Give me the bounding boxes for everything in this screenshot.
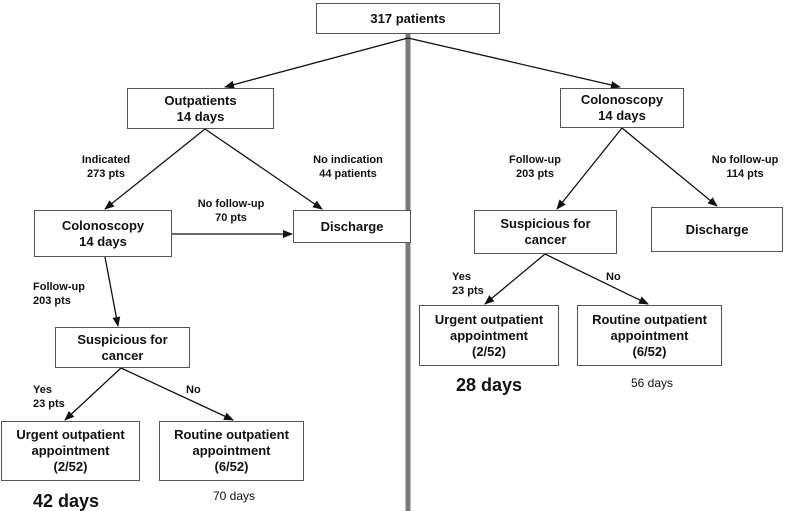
- followup-label: Follow-up 203 pts: [33, 281, 85, 307]
- right-colonoscopy-box: Colonoscopy 14 days: [560, 88, 684, 128]
- right-routine-days-label: 56 days: [631, 376, 674, 390]
- outpatients-box: Outpatients 14 days: [127, 88, 274, 129]
- arrow-top-to-right-colonoscopy: [407, 37, 621, 89]
- routine-days-label: 70 days: [213, 489, 256, 503]
- discharge-box: Discharge: [293, 210, 411, 243]
- arrow-suspicious-to-urgent: [64, 367, 122, 421]
- arrow-suspicious-to-routine: [120, 367, 234, 421]
- right-urgent-appointment-box: Urgent outpatient appointment (2/52): [419, 305, 559, 366]
- right-no-label: No: [606, 271, 621, 283]
- right-no-followup-label: No follow-up 114 pts: [711, 154, 779, 180]
- arrow-outpatients-to-colonoscopy: [104, 128, 206, 210]
- arrow-top-to-outpatients: [224, 37, 409, 89]
- arrow-right-suspicious-to-routine: [544, 253, 649, 305]
- right-suspicious-box: Suspicious for cancer: [474, 210, 617, 254]
- urgent-appointment-box: Urgent outpatient appointment (2/52): [1, 421, 140, 481]
- arrow-colonoscopy-to-suspicious: [104, 256, 121, 327]
- arrow-right-suspicious-to-urgent: [484, 253, 546, 305]
- right-yes-label: Yes 23 pts: [452, 271, 484, 297]
- yes-label: Yes 23 pts: [33, 384, 65, 410]
- no-indication-label: No indication 44 patients: [313, 154, 383, 180]
- right-discharge-box: Discharge: [651, 207, 783, 252]
- right-routine-appointment-box: Routine outpatient appointment (6/52): [577, 305, 722, 366]
- routine-appointment-box: Routine outpatient appointment (6/52): [159, 421, 304, 481]
- arrow-right-colonoscopy-to-discharge: [621, 127, 718, 207]
- urgent-days-label: 42 days: [33, 491, 100, 511]
- no-followup-label: No follow-up 70 pts: [197, 198, 265, 224]
- total-patients-box: 317 patients: [316, 3, 500, 34]
- right-followup-label: Follow-up 203 pts: [509, 154, 561, 180]
- arrow-outpatients-to-discharge: [204, 128, 323, 210]
- no-label: No: [186, 384, 201, 396]
- colonoscopy-box: Colonoscopy 14 days: [34, 210, 172, 257]
- right-urgent-days-label: 28 days: [456, 375, 523, 395]
- arrow-right-colonoscopy-to-suspicious: [556, 127, 623, 210]
- suspicious-box: Suspicious for cancer: [55, 327, 190, 368]
- indicated-label: Indicated 273 pts: [81, 154, 131, 180]
